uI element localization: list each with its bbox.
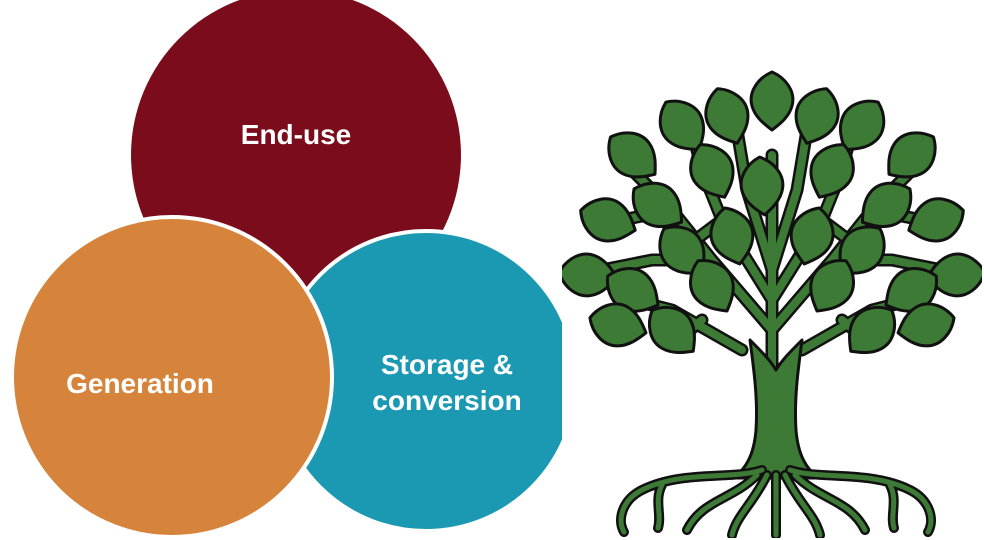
end-use-label: End-use: [241, 119, 351, 150]
tree-leaf: [887, 131, 937, 179]
tree-leaf: [739, 155, 785, 217]
tree-leaf: [647, 305, 696, 354]
tree-roots: [616, 465, 936, 538]
tree-leaf: [709, 206, 755, 266]
storage-label-line-1: Storage &: [381, 349, 513, 380]
tree-icon: [562, 70, 982, 538]
tree-leaf: [688, 258, 735, 313]
tree-leaf: [704, 87, 750, 145]
tree-leaf: [789, 206, 835, 266]
tree-leaves: [562, 70, 982, 354]
tree-trunk: [732, 338, 820, 480]
tree-leaf: [848, 305, 897, 354]
tree-leaf: [896, 302, 956, 348]
tree-leaf: [749, 70, 795, 132]
tree-leaf: [607, 131, 657, 179]
tree-leaf: [689, 143, 735, 199]
tree-leaf: [588, 302, 648, 348]
venn-diagram: End-use Generation Storage & conversion: [10, 0, 562, 539]
tree-leaf: [631, 181, 684, 229]
generation-circle: [10, 215, 334, 539]
tree-leaf: [860, 181, 913, 229]
storage-label-line-2: conversion: [372, 385, 521, 416]
generation-label: Generation: [66, 368, 214, 399]
tree-leaf: [794, 87, 840, 145]
tree-leaf: [907, 197, 965, 243]
tree-leaf: [579, 197, 637, 243]
tree-leaf: [809, 258, 856, 313]
tree-leaf: [809, 143, 855, 199]
